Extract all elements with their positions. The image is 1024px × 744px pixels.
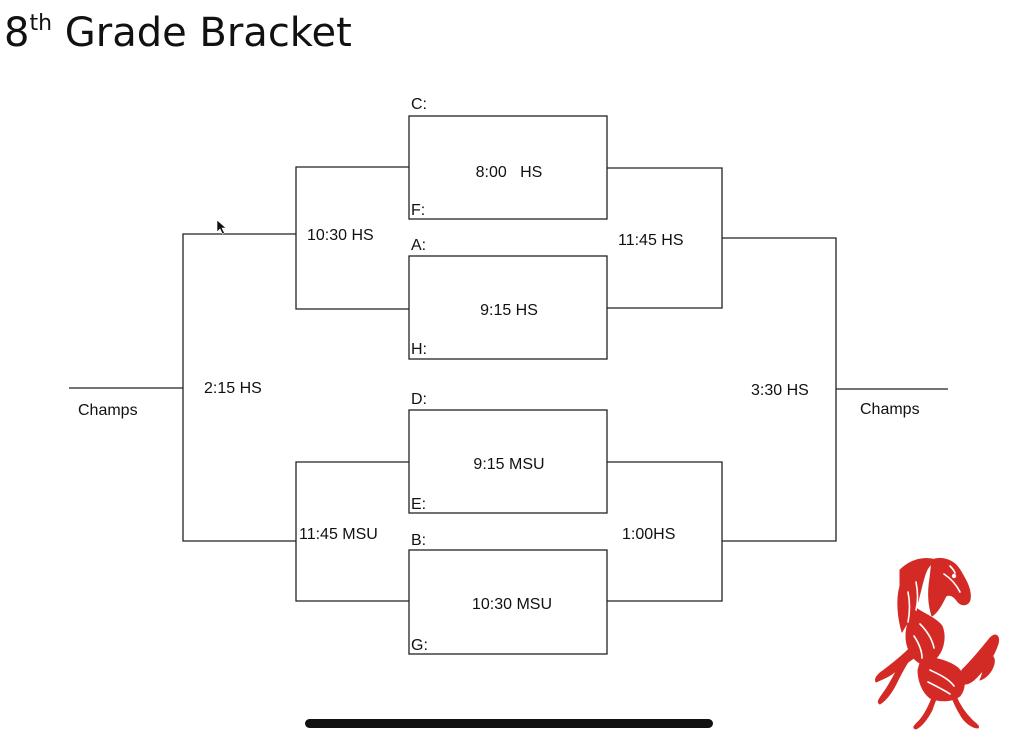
left-champs-label: Champs (78, 402, 138, 419)
left-final-time: 2:15 HS (204, 380, 262, 397)
game-4-time: 10:30 MSU (472, 596, 552, 613)
title-superscript: th (29, 10, 53, 36)
team-slot-f: F: (411, 202, 425, 219)
team-slot-h: H: (411, 341, 427, 358)
mustang-mascot-logo (875, 557, 999, 730)
game-3-time: 9:15 MSU (473, 456, 544, 473)
game-2-time: 9:15 HS (480, 302, 538, 319)
team-slot-b: B: (411, 532, 426, 549)
right-bottom-connector (607, 461, 723, 602)
right-champs-label: Champs (860, 401, 920, 418)
page-title: 8th Grade Bracket (4, 10, 352, 56)
game-1-time: 8:00 HS (476, 164, 543, 181)
right-bottom-semi-time: 1:00HS (622, 526, 675, 543)
team-slot-c: C: (411, 96, 427, 113)
title-rest: Grade Bracket (52, 10, 352, 56)
game-box-4 (408, 549, 608, 655)
left-top-semi-time: 10:30 HS (307, 227, 374, 244)
right-final-time: 3:30 HS (751, 382, 809, 399)
left-top-connector (295, 166, 409, 310)
right-top-semi-time: 11:45 HS (618, 232, 684, 249)
left-bottom-connector (295, 461, 409, 602)
left-bottom-semi-time: 11:45 MSU (299, 526, 378, 543)
team-slot-d: D: (411, 391, 427, 408)
team-slot-a: A: (411, 237, 426, 254)
title-prefix: 8 (4, 10, 30, 56)
game-box-3 (408, 409, 608, 514)
game-box-2 (408, 255, 608, 360)
team-slot-e: E: (411, 496, 426, 513)
mouse-cursor-icon (216, 219, 227, 235)
team-slot-g: G: (411, 637, 428, 654)
home-indicator-bar[interactable] (305, 719, 713, 728)
